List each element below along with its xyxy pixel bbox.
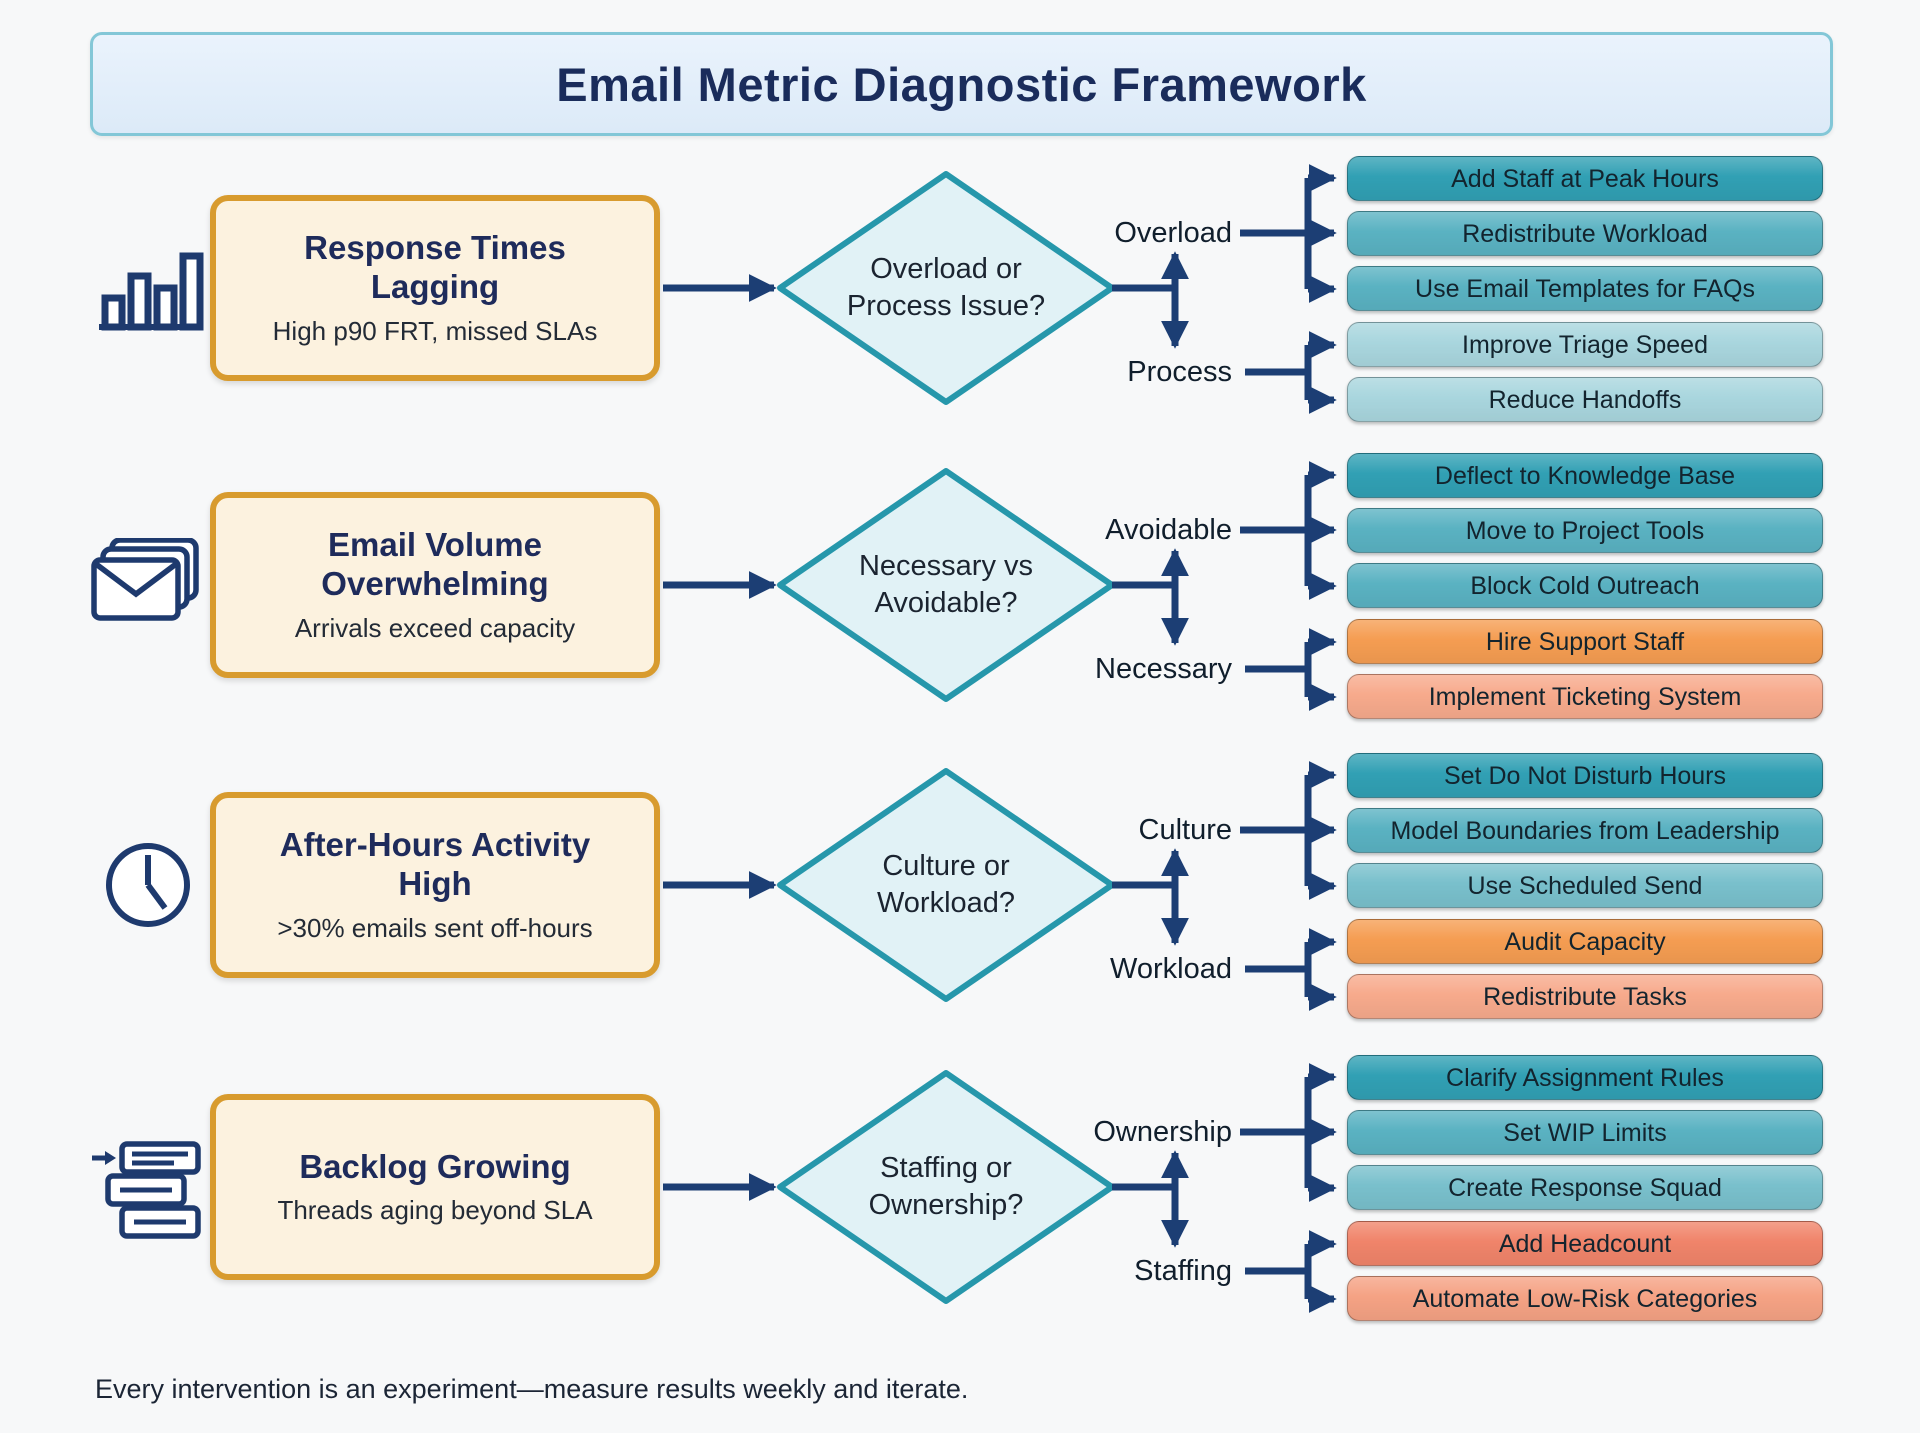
action-box: Automate Low-Risk Categories [1347, 1276, 1823, 1321]
row-1-connectors [663, 164, 1337, 414]
backlog-stack-icon [90, 1138, 205, 1240]
branch-label-bottom: Process [1127, 356, 1232, 388]
action-box: Implement Ticketing System [1347, 674, 1823, 719]
problem-title: After-Hours Activity High [279, 826, 591, 902]
problem-card: Backlog Growing Threads aging beyond SLA [210, 1094, 660, 1280]
footer-note: Every intervention is an experiment—meas… [95, 1374, 969, 1404]
clock-icon [103, 840, 193, 930]
problem-subtitle: >30% emails sent off-hours [277, 912, 593, 943]
decision-label: Overload or Process Issue? [846, 252, 1046, 322]
problem-subtitle: High p90 FRT, missed SLAs [272, 315, 598, 346]
action-box: Set Do Not Disturb Hours [1347, 753, 1823, 798]
problem-subtitle: Threads aging beyond SLA [277, 1195, 593, 1226]
stacked-envelopes-icon [90, 538, 200, 633]
row-2-connectors [663, 461, 1337, 711]
action-box: Add Headcount [1347, 1221, 1823, 1266]
decision-label: Culture or Workload? [876, 849, 1016, 919]
problem-card: Response Times Lagging High p90 FRT, mis… [210, 195, 660, 381]
action-box: Model Boundaries from Leadership [1347, 808, 1823, 853]
branch-label-top: Culture [1138, 814, 1233, 846]
branch-label-bottom: Workload [1110, 953, 1232, 985]
page-title: Email Metric Diagnostic Framework [90, 32, 1833, 136]
action-box: Use Email Templates for FAQs [1347, 266, 1823, 311]
row-4-connectors [663, 1063, 1337, 1313]
action-box: Add Staff at Peak Hours [1347, 156, 1823, 201]
problem-card: Email Volume Overwhelming Arrivals excee… [210, 492, 660, 678]
branch-label-top: Ownership [1093, 1116, 1232, 1148]
action-box: Redistribute Workload [1347, 211, 1823, 256]
action-box: Move to Project Tools [1347, 508, 1823, 553]
problem-title: Response Times Lagging [304, 229, 566, 305]
decision-label: Necessary vs Avoidable? [858, 549, 1034, 619]
action-box: Reduce Handoffs [1347, 377, 1823, 422]
branch-label-bottom: Staffing [1134, 1255, 1232, 1287]
action-box: Audit Capacity [1347, 919, 1823, 964]
action-box: Hire Support Staff [1347, 619, 1823, 664]
problem-subtitle: Arrivals exceed capacity [294, 612, 576, 643]
problem-title: Email Volume Overwhelming [321, 526, 549, 602]
action-box: Block Cold Outreach [1347, 563, 1823, 608]
action-box: Set WIP Limits [1347, 1110, 1823, 1155]
action-box: Redistribute Tasks [1347, 974, 1823, 1019]
action-box: Use Scheduled Send [1347, 863, 1823, 908]
decision-label: Staffing or Ownership? [868, 1151, 1024, 1221]
problem-title: Backlog Growing [299, 1147, 571, 1185]
action-box: Deflect to Knowledge Base [1347, 453, 1823, 498]
row-3-connectors [663, 761, 1337, 1011]
branch-label-top: Overload [1114, 217, 1232, 249]
branch-label-top: Avoidable [1105, 514, 1232, 546]
problem-card: After-Hours Activity High >30% emails se… [210, 792, 660, 978]
action-box: Improve Triage Speed [1347, 322, 1823, 367]
action-box: Create Response Squad [1347, 1165, 1823, 1210]
bar-chart-icon [95, 238, 205, 333]
action-box: Clarify Assignment Rules [1347, 1055, 1823, 1100]
branch-label-bottom: Necessary [1095, 653, 1232, 685]
